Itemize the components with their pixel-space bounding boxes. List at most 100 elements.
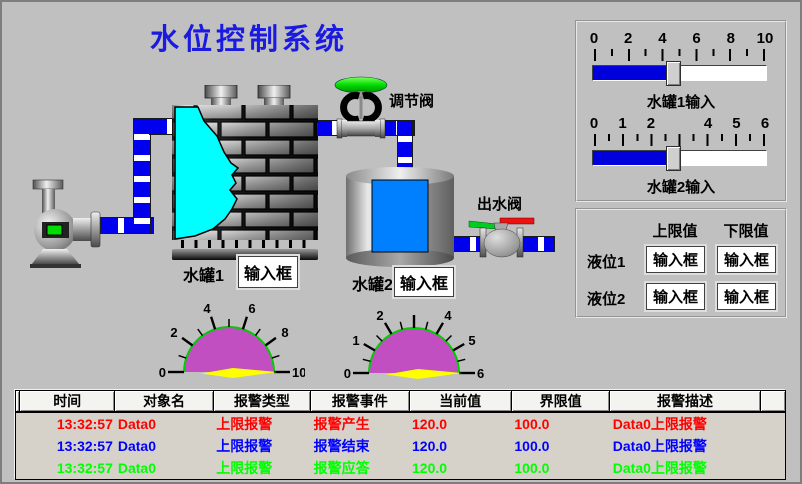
tick-label: 4: [658, 30, 667, 47]
alarm-row[interactable]: 13:32:57 Data0 上限报警 报警结束 120.0 100.0 Dat…: [16, 435, 786, 457]
pump-out-pipe: [73, 218, 92, 241]
cell-event: 报警产生: [313, 416, 370, 432]
gauge1-needle: [201, 368, 277, 378]
pump-base: [32, 249, 79, 264]
tank2-label: 水罐2: [352, 277, 393, 294]
cell-desc: Data0上限报警: [612, 416, 707, 432]
header-cell-desc: 报警描述: [609, 390, 761, 413]
cell-time: 13:32:57: [56, 438, 113, 454]
valve-flange-left: [336, 118, 343, 139]
pipe-tank2-out: [452, 236, 484, 252]
cell-limit: 100.0: [514, 416, 550, 432]
gauge1-tick-labels: 0 2 4 6 8 10: [159, 301, 305, 380]
header-cell-current: 当前值: [409, 390, 512, 413]
pump-run-light: [46, 224, 63, 236]
regulate-valve[interactable]: [333, 74, 421, 140]
outlet-valve-handle-red: [499, 217, 535, 225]
upper-limit-header: 上限值: [652, 223, 698, 240]
cell-event: 报警结束: [313, 438, 370, 454]
valve-ring-collar-right: [375, 120, 380, 137]
header-cell-edge-left: [15, 390, 21, 413]
cell-current: 120.0: [412, 460, 448, 476]
tank1-legs: [181, 240, 306, 248]
tank1-input-box[interactable]: 输入框: [236, 254, 300, 290]
tank2-water: [371, 179, 429, 253]
svg-text:8: 8: [281, 325, 288, 340]
pump: [30, 179, 101, 268]
cell-current: 120.0: [412, 438, 448, 454]
tick-label: 10: [756, 30, 774, 47]
header-cell-object: 对象名: [114, 390, 214, 413]
alarm-table-header-row: 时间 对象名 报警类型 报警事件 当前值 界限值 报警描述: [15, 390, 786, 413]
tank1-input-slider-track[interactable]: [592, 61, 767, 86]
gauge1-dial: [184, 327, 274, 372]
svg-text:2: 2: [170, 325, 177, 340]
alarm-row[interactable]: 13:32:57 Data0 上限报警 报警应答 120.0 100.0 Dat…: [16, 457, 786, 480]
valve-ring-right: [362, 92, 382, 123]
pipe-outlet: [520, 236, 555, 252]
tank2: [346, 167, 454, 267]
tank1-label: 水罐1: [183, 268, 224, 285]
gauge2-needle: [386, 369, 462, 379]
outlet-valve-label: 出水阀: [477, 196, 523, 213]
tank1-water: [174, 106, 240, 240]
tick-label: 6: [692, 30, 701, 47]
level2-lower-input-box[interactable]: 输入框: [715, 281, 778, 312]
cell-edge: [760, 412, 785, 435]
cell-object: Data0: [117, 460, 157, 476]
pump-top-pipe: [42, 189, 55, 213]
tank2-bottom-cap: [346, 249, 454, 267]
svg-text:1: 1: [352, 333, 359, 348]
page-title: 水位控制系统: [150, 24, 349, 56]
tank-input-panel: 0 2 4 6 8 10 水罐1输入 0 1 2 4 5 6: [575, 20, 787, 202]
gauge2-tick-labels: 0 1 2 4 5 6: [344, 308, 484, 381]
valve-ring-collar-left: [342, 120, 347, 137]
level1-upper-input-box[interactable]: 输入框: [644, 244, 707, 275]
slider1-ruler: 0 2 4 6 8 10: [590, 30, 774, 47]
cell-type: 上限报警: [216, 460, 273, 476]
cell-limit: 100.0: [514, 460, 550, 476]
alarm-row[interactable]: 13:32:57 Data0 上限报警 报警产生 120.0 100.0 Dat…: [16, 412, 786, 435]
header-cell-limit: 界限值: [511, 390, 611, 413]
tank2-input-slider-track[interactable]: [592, 146, 767, 171]
slider1-thumb[interactable]: [666, 61, 682, 86]
slider1-label: 水罐1输入: [646, 94, 716, 111]
limit-settings-panel: 上限值 下限值 液位1 输入框 输入框 液位2 输入框 输入框: [575, 208, 787, 318]
valve-body: [341, 120, 381, 137]
svg-text:5: 5: [468, 333, 475, 348]
tick-label: 1: [618, 115, 627, 132]
cell-object: Data0: [117, 438, 157, 454]
tick-label: 4: [703, 115, 713, 132]
regulate-valve-label: 调节阀: [389, 93, 435, 110]
svg-text:0: 0: [344, 366, 351, 381]
tank1-nozzle-right: [257, 85, 291, 99]
level1-label: 液位1: [587, 254, 626, 271]
cell-limit: 100.0: [514, 438, 550, 454]
tick-label: 8: [726, 30, 735, 47]
valve-actuator-disc: [334, 76, 388, 94]
svg-text:4: 4: [444, 308, 452, 323]
outlet-valve-ball: [483, 228, 521, 258]
tank1-nozzle-right-neck: [264, 98, 284, 105]
tick-label: 2: [646, 115, 656, 132]
cell-desc: Data0上限报警: [612, 438, 707, 454]
alarm-table: 时间 对象名 报警类型 报警事件 当前值 界限值 报警描述 13:32:57 D…: [15, 390, 786, 480]
slider2-thumb[interactable]: [666, 146, 682, 171]
tick-label: 5: [732, 115, 741, 132]
cell-edge: [760, 457, 785, 480]
valve-ring-left: [340, 92, 360, 123]
lower-limit-header: 下限值: [723, 223, 769, 240]
svg-text:4: 4: [203, 301, 211, 316]
gauge2-dial: [369, 328, 459, 373]
header-cell-edge-right: [760, 390, 786, 413]
header-cell-event: 报警事件: [310, 390, 410, 413]
level1-lower-input-box[interactable]: 输入框: [715, 244, 778, 275]
slider1-minor-ticks: [594, 49, 765, 56]
outlet-valve[interactable]: [463, 210, 538, 260]
level2-label: 液位2: [587, 291, 626, 308]
tank2-input-box[interactable]: 输入框: [392, 265, 456, 299]
tick-label: 0: [589, 115, 599, 132]
level2-upper-input-box[interactable]: 输入框: [644, 281, 707, 312]
slider2-ruler: 0 1 2 4 5 6: [590, 115, 769, 132]
